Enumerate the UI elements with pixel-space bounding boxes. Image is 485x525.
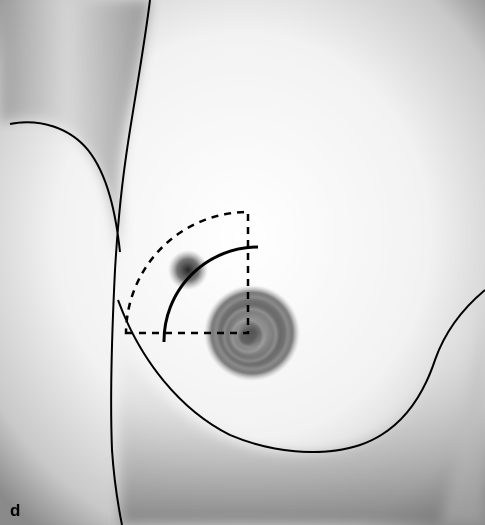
lesion [168,250,208,290]
panel-label: d [10,502,20,519]
